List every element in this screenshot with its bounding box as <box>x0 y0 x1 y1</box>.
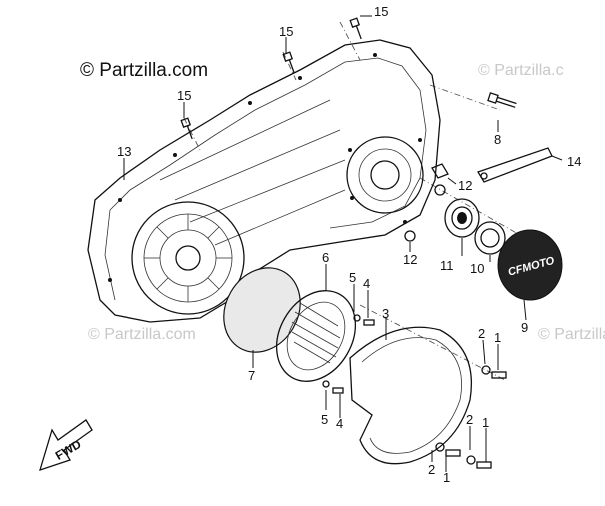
callout-1-b: 1 <box>482 415 489 430</box>
callout-15-a: 15 <box>374 4 388 19</box>
callout-8: 8 <box>494 132 501 147</box>
callout-1-c: 1 <box>443 470 450 485</box>
plate-14 <box>477 147 553 183</box>
callout-13: 13 <box>117 144 131 159</box>
callout-labels: 15 15 15 13 8 12 14 12 11 10 9 6 5 4 3 2… <box>117 4 581 485</box>
callout-12-b: 12 <box>403 252 417 267</box>
callout-6: 6 <box>322 250 329 265</box>
callout-3: 3 <box>382 306 389 321</box>
callout-2-b: 2 <box>466 412 473 427</box>
leader-lines <box>123 15 563 472</box>
callout-4-a: 4 <box>363 276 370 291</box>
bolt-15-set <box>180 17 362 140</box>
filter-7 <box>223 267 301 353</box>
callout-5-a: 5 <box>349 270 356 285</box>
bolt-8 <box>487 92 517 108</box>
callout-14: 14 <box>567 154 581 169</box>
callout-2-c: 2 <box>428 462 435 477</box>
callout-5-b: 5 <box>321 412 328 427</box>
watermark-top-right: © Partzilla.c <box>478 62 564 79</box>
cover-cap-9: CFMOTO <box>497 229 563 301</box>
watermark-main: © Partzilla.com <box>80 60 209 81</box>
filter-cage-6 <box>276 290 356 382</box>
callout-10: 10 <box>470 261 484 276</box>
assembly-axes <box>183 21 556 381</box>
callout-15-c: 15 <box>177 88 191 103</box>
watermark-mid-left: © Partzilla.com <box>88 326 196 343</box>
forward-label: FWD <box>53 437 84 463</box>
crankcase-cover-13 <box>87 39 441 323</box>
dowel-12 <box>404 163 449 242</box>
watermark-mid-right: © Partzilla.c <box>538 326 605 343</box>
callout-2-a: 2 <box>478 326 485 341</box>
bolt-2-1-set <box>435 365 507 469</box>
callout-4-b: 4 <box>336 416 343 431</box>
outer-cover-3 <box>349 326 473 465</box>
callout-9: 9 <box>521 320 528 335</box>
screw-5-4-set <box>322 314 375 394</box>
callout-1-a: 1 <box>494 330 501 345</box>
callout-12-a: 12 <box>458 178 472 193</box>
callout-7: 7 <box>248 368 255 383</box>
callout-11: 11 <box>440 258 454 273</box>
callout-15-b: 15 <box>279 24 293 39</box>
forward-direction-marker: FWD <box>39 419 93 472</box>
bearing-11 <box>444 198 480 238</box>
seal-10 <box>474 221 506 255</box>
